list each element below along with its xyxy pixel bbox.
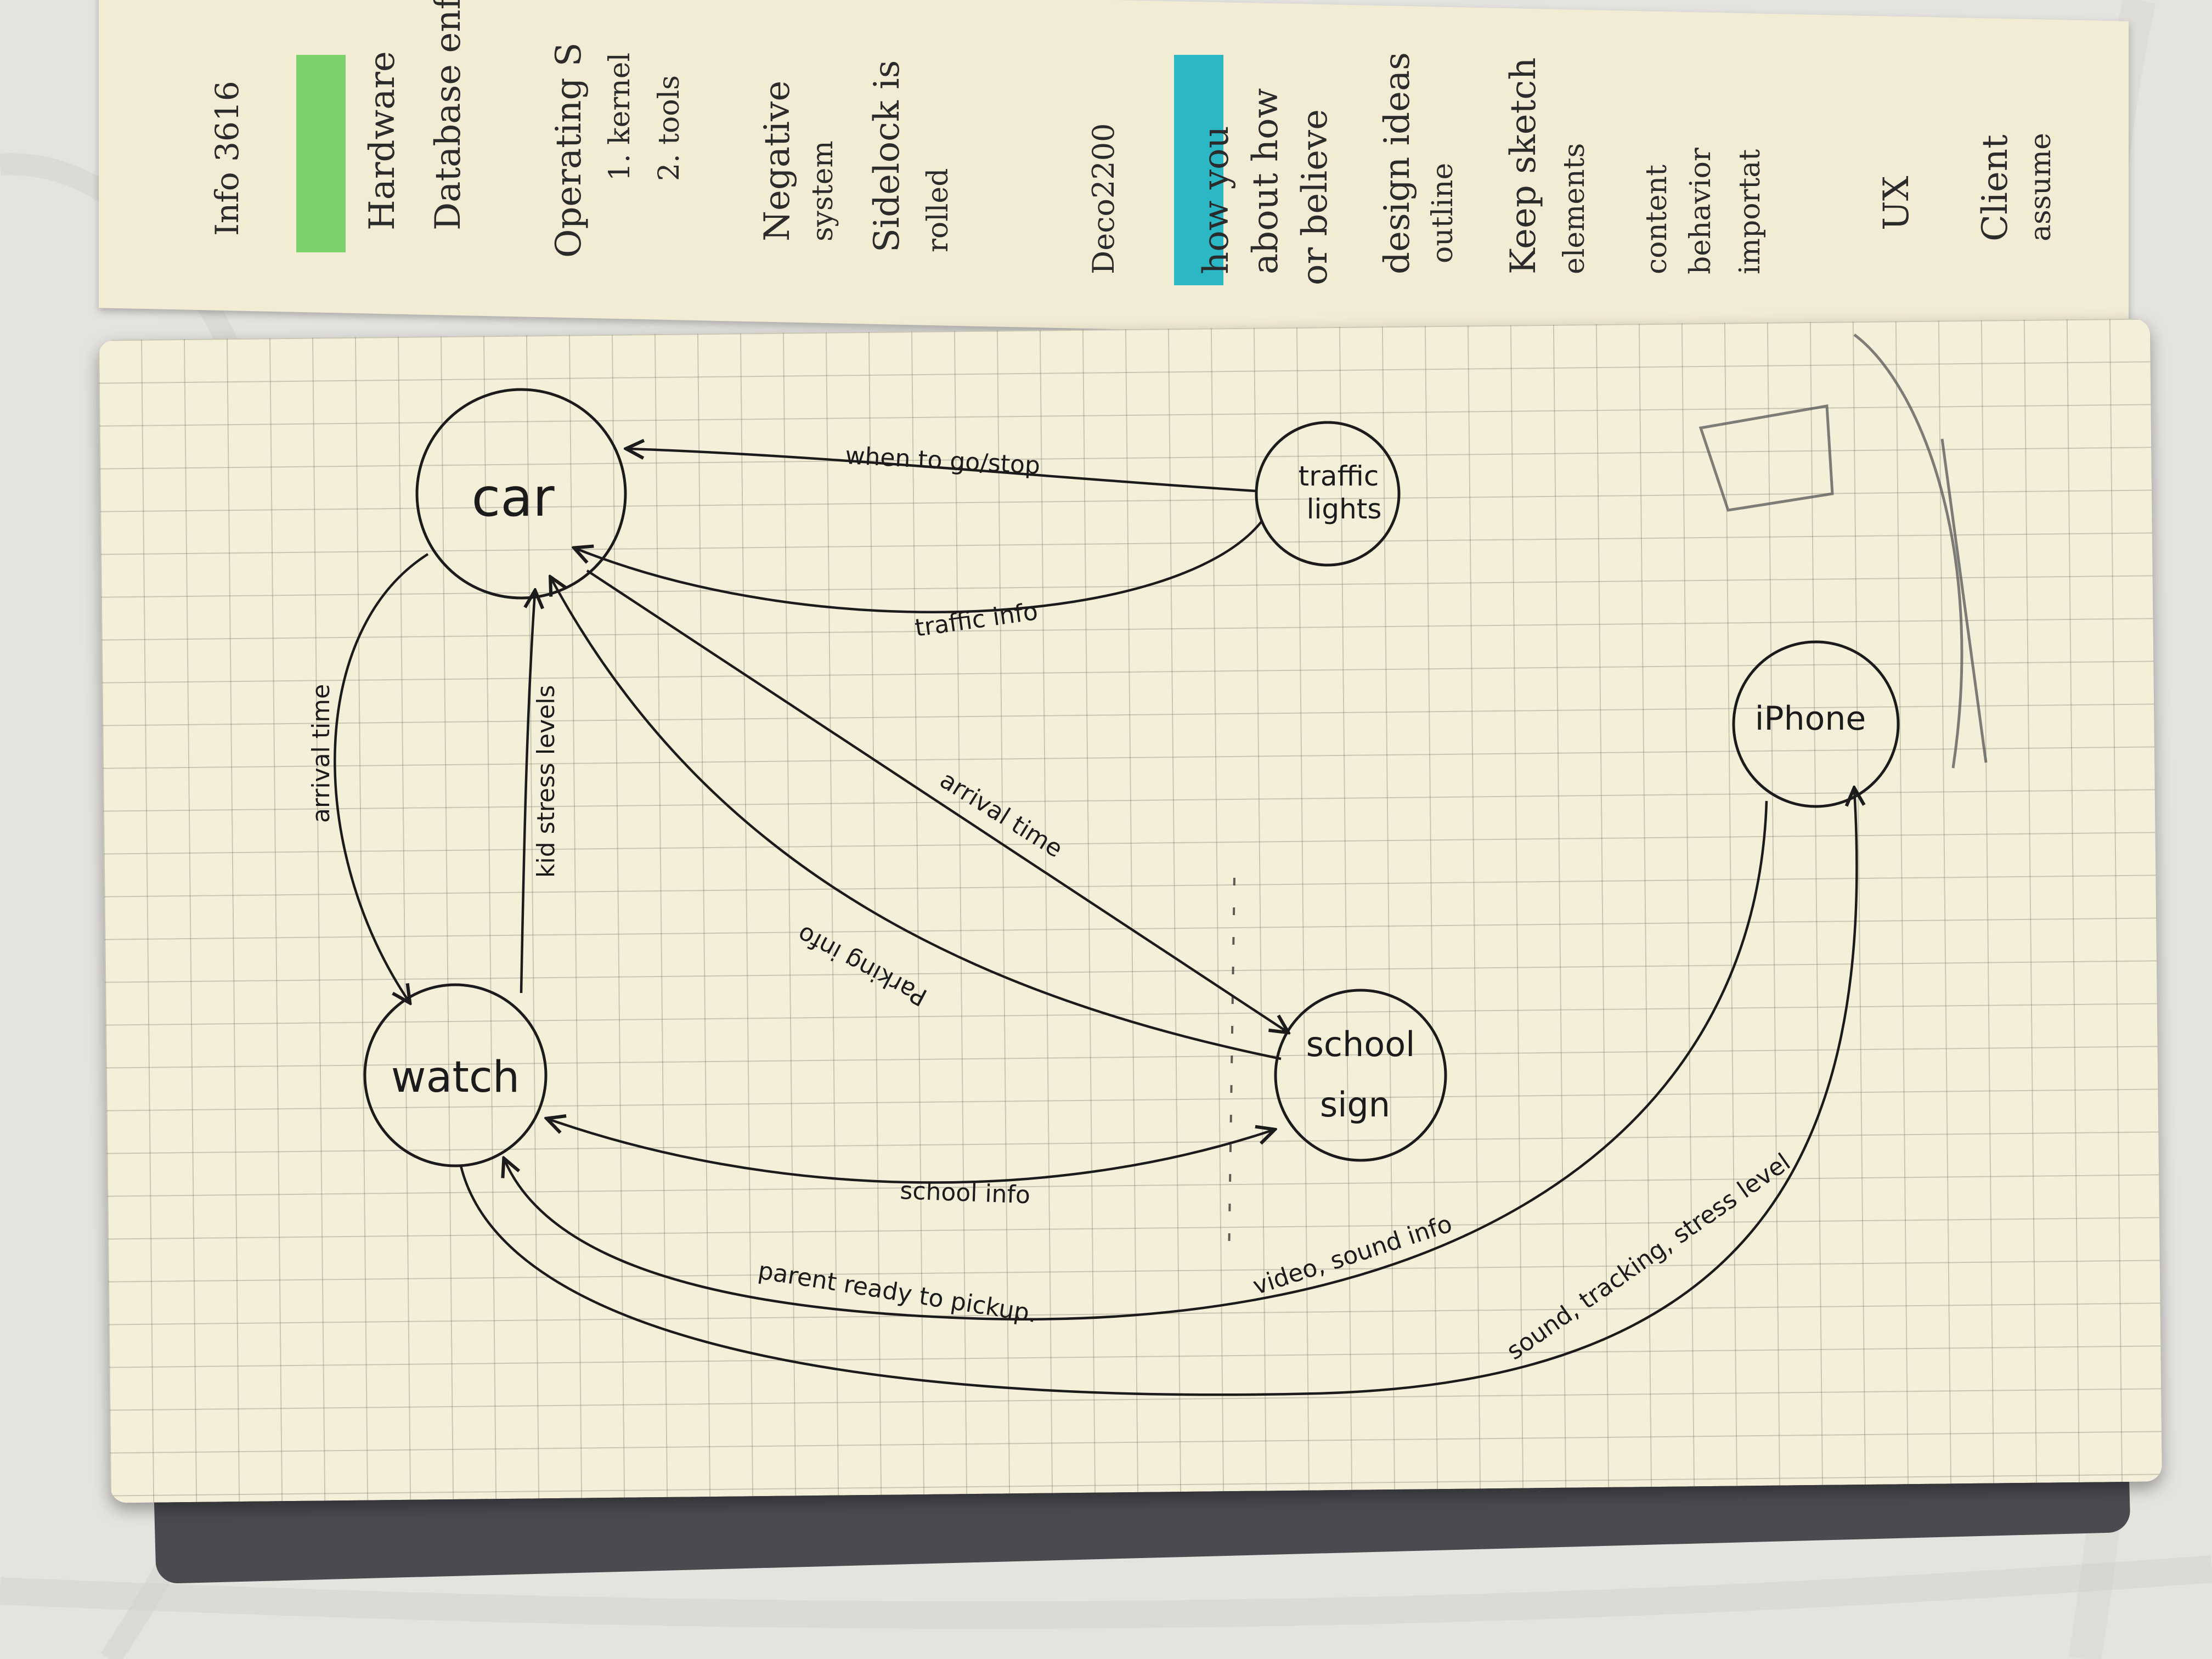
edge-label-arrival-time-school: arrival time — [935, 766, 1068, 863]
edge-car-to-school — [586, 569, 1286, 1031]
faint-sketch — [1699, 334, 1988, 769]
node-school-circle — [1274, 989, 1447, 1162]
edge-school-to-car — [551, 579, 1282, 1060]
node-traffic-label-2: lights — [1307, 493, 1382, 525]
node-school-label-2: sign — [1320, 1085, 1390, 1125]
node-car-circle — [415, 388, 627, 600]
edge-label-arrival-time-watch: arrival time — [307, 684, 335, 823]
node-school-sign: school sign — [1274, 989, 1447, 1162]
edge-traffic-to-car-info — [576, 520, 1263, 614]
node-watch-circle — [363, 983, 548, 1167]
node-school-label-1: school — [1306, 1024, 1415, 1064]
edge-label-sound-tracking: sound, tracking, stress level — [1502, 1148, 1796, 1365]
edge-label-school-info: school info — [900, 1177, 1031, 1209]
edge-traffic-to-car-go-stop — [628, 449, 1257, 493]
edge-watch-to-iphone — [459, 790, 1857, 1396]
node-traffic-label-1: traffic — [1299, 460, 1379, 492]
node-iphone-label: iPhone — [1755, 699, 1866, 738]
node-traffic-circle — [1255, 421, 1401, 567]
info3616-tab — [296, 55, 346, 252]
node-car-label: car — [471, 467, 555, 528]
edge-label-traffic-info: traffic info — [913, 597, 1039, 642]
node-iphone-circle — [1732, 640, 1900, 808]
node-watch: watch — [363, 983, 548, 1167]
node-iphone: iPhone — [1732, 640, 1900, 808]
top-page-notes: Info 3616 Deco2200 Hardware Database enf… — [99, 0, 2129, 329]
node-car: car — [415, 388, 627, 600]
edge-watch-to-car — [520, 592, 535, 994]
edge-label-go-stop: when to go/stop — [844, 442, 1041, 480]
edge-watch-to-school — [549, 1119, 1273, 1184]
edge-label-parent-ready: parent ready to pickup. — [756, 1256, 1039, 1328]
edge-label-video-sound: video, sound info — [1250, 1210, 1455, 1300]
node-traffic-lights: traffic lights — [1255, 421, 1401, 567]
dashed-mark — [1228, 877, 1235, 1262]
edge-label-kid-stress: kid stress levels — [532, 685, 560, 878]
edge-iphone-to-watch — [505, 800, 1768, 1321]
node-watch-label: watch — [391, 1053, 520, 1102]
edge-car-to-watch — [334, 553, 429, 1001]
deco2200-tab — [1174, 55, 1223, 285]
